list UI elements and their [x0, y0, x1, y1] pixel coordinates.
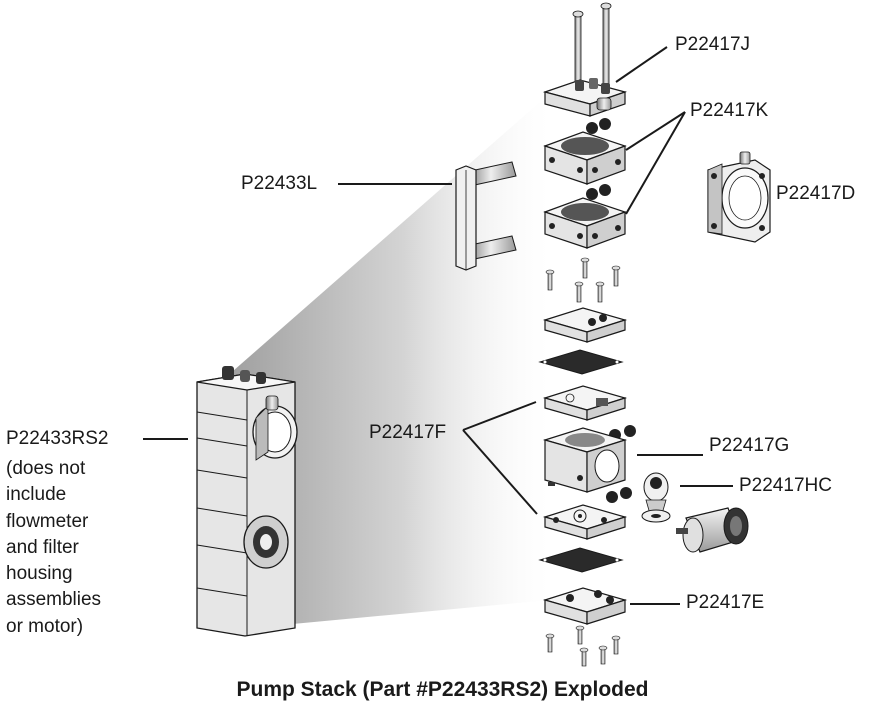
- part-p22433l-handle: [455, 161, 517, 271]
- part-p22417d-housing: [707, 151, 771, 243]
- note-line: assemblies: [6, 589, 102, 611]
- valve-plate-upper: [542, 307, 628, 343]
- label-p22417hc: P22417HC: [739, 475, 832, 496]
- note-line: (does not: [6, 458, 86, 479]
- part-p22417hc-valve: [641, 472, 671, 523]
- note-line: and filter: [6, 536, 79, 558]
- note-line: housing: [6, 563, 73, 585]
- washers: [586, 118, 636, 503]
- part-p22417k-block-upper: [543, 131, 627, 185]
- label-p22417d: P22417D: [776, 183, 856, 204]
- note-line: or motor): [6, 615, 84, 637]
- note-line: flowmeter: [6, 510, 89, 532]
- part-p22417g-body: [542, 427, 628, 493]
- motor: [676, 507, 749, 553]
- label-p22417j: P22417J: [675, 34, 751, 55]
- note-line: include: [6, 484, 67, 506]
- leader-lines: [143, 46, 733, 605]
- label-p22433l: P22433L: [241, 173, 318, 194]
- screw-cluster-upper: [545, 257, 621, 303]
- top-screws: [572, 2, 612, 95]
- part-p22417j-head-plate: [542, 78, 628, 117]
- assembled-pump-stack: [196, 366, 298, 637]
- label-p22417f: P22417F: [369, 422, 447, 443]
- gasket-lower: [538, 547, 624, 573]
- figure-caption: Pump Stack (Part #P22433RS2) Exploded: [236, 678, 649, 701]
- label-p22417k: P22417K: [690, 100, 769, 121]
- part-p22417e-base: [542, 587, 628, 625]
- part-p22417k-block-lower: [543, 197, 627, 249]
- gasket-upper: [538, 349, 624, 375]
- label-p22433rs2: P22433RS2: [6, 428, 109, 449]
- part-p22417f-plate-upper: [542, 385, 628, 421]
- bottom-screws: [545, 625, 621, 667]
- label-p22417e: P22417E: [686, 592, 765, 613]
- label-p22417g: P22417G: [709, 435, 790, 456]
- assembly-note: (does not include flowmeter and filter h…: [6, 456, 101, 640]
- part-p22417f-plate-lower: [542, 504, 628, 540]
